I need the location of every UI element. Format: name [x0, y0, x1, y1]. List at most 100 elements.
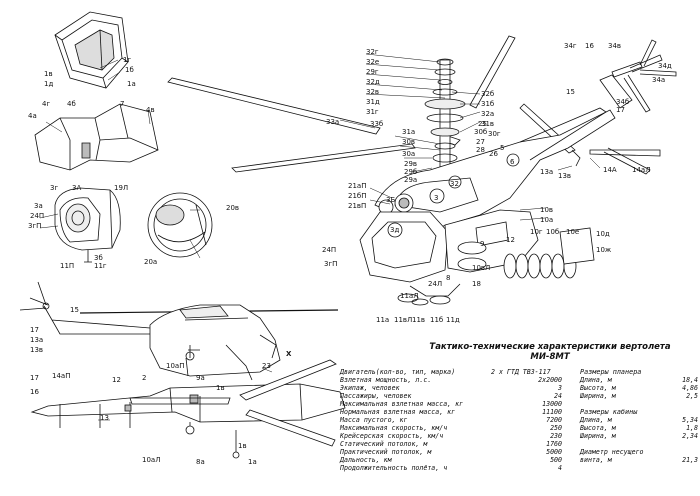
part-label: 10е — [566, 228, 580, 236]
spec-value: 13000 — [542, 400, 562, 408]
spec-value: 250 — [550, 424, 562, 432]
spec-value: 4 — [558, 464, 562, 472]
part-label: 14аЛ — [632, 166, 651, 174]
part-label: 29а — [404, 176, 418, 184]
part-label: 29б — [404, 168, 418, 176]
part-label: 20в — [226, 204, 240, 212]
detail-engine-intake — [54, 187, 121, 263]
spec-label: Пассажиры, человек — [340, 392, 412, 400]
part-label: 3 — [434, 194, 439, 202]
part-label: 34в — [608, 42, 622, 50]
part-label: 24Л — [428, 280, 443, 288]
part-label: 4б — [67, 100, 76, 108]
part-label: 31в — [481, 120, 495, 128]
part-label: 10б — [546, 228, 560, 236]
part-label: 11П — [60, 262, 75, 270]
spec-label: Нормальная взлетная масса, кг — [340, 408, 456, 416]
detail-round-inlet — [147, 192, 213, 258]
part-label: 3а — [34, 202, 43, 210]
part-label: 1д — [44, 80, 54, 88]
part-label: 26 — [489, 150, 498, 158]
part-label: 30в — [402, 138, 416, 146]
part-label: 1а — [127, 80, 136, 88]
cabin-value: 1,8 — [686, 424, 698, 432]
part-label: 30б — [474, 128, 488, 136]
part-label: 3д — [390, 226, 400, 234]
planer-label: Высота, м — [580, 384, 616, 392]
specs-title-line1: Тактико-технические характеристики верто… — [429, 342, 671, 352]
planer-label: Длина, м — [580, 376, 612, 384]
spec-label: Продолжительность полёта, ч — [340, 464, 448, 472]
spec-label: Экипаж, человек — [340, 384, 400, 392]
part-label: 3А — [72, 184, 82, 192]
part-label: 11г — [94, 262, 107, 270]
part-label: 12 — [112, 376, 121, 384]
part-label: 32в — [366, 88, 380, 96]
part-label: 1г — [123, 56, 132, 64]
part-label: 21вП — [348, 202, 367, 210]
cabin-label: Длина, м — [580, 416, 612, 424]
part-label: 10а — [540, 216, 554, 224]
spec-label: Крейсерская скорость, км/ч — [340, 432, 444, 440]
part-label: 9 — [480, 240, 485, 248]
spec-value: 1760 — [546, 440, 562, 448]
cabin-value: 2,34 — [682, 432, 698, 440]
part-label: 10г — [530, 228, 543, 236]
cabin-label: Высота, м — [580, 424, 616, 432]
part-label: 2 — [142, 374, 147, 382]
side-view — [19, 281, 346, 459]
part-label: 5 — [500, 144, 505, 152]
part-label: 6 — [510, 158, 515, 166]
part-label: 34а — [652, 76, 666, 84]
cabin-header: Размеры кабины — [580, 408, 638, 416]
spec-label: Максимальная взлетная масса, кг — [340, 400, 464, 408]
rotor-label-2: винта, м — [580, 456, 612, 464]
part-label: 1в — [238, 442, 247, 450]
part-label: 10вЛ — [472, 264, 491, 272]
part-label: 32д — [366, 78, 380, 86]
cabin-label: Ширина, м — [580, 432, 616, 440]
spec-value: 11100 — [542, 408, 562, 416]
part-label: 19Л — [114, 184, 129, 192]
part-label: 31б — [481, 100, 495, 108]
part-label: 11а — [376, 316, 390, 324]
part-label: 29в — [404, 160, 418, 168]
planer-header: Размеры планера — [580, 368, 642, 376]
cabin-value: 5,34 — [682, 416, 698, 424]
part-label: 24П — [322, 246, 337, 254]
part-label: 15 — [70, 306, 79, 314]
part-label: 11в — [412, 316, 426, 324]
spec-value: 24 — [554, 392, 562, 400]
part-label: 10в — [540, 206, 554, 214]
spec-label: Практический потолок, м — [340, 448, 432, 456]
part-label: 1в — [44, 70, 53, 78]
part-label: 21бП — [348, 192, 367, 200]
part-label: 3гП — [28, 222, 42, 230]
main-fuselage — [359, 39, 677, 306]
spec-value: 2 х ГТД ТВЗ-117 — [491, 368, 551, 376]
part-label: 21аП — [348, 182, 367, 190]
part-label: 16 — [30, 388, 39, 396]
part-label: 27 — [476, 138, 485, 146]
part-label: 17 — [30, 374, 39, 382]
part-label: 32г — [366, 48, 379, 56]
part-label: 3г — [50, 184, 59, 192]
part-label: 30г — [488, 130, 501, 138]
part-label: 32 — [450, 180, 459, 188]
part-label: 17 — [616, 106, 625, 114]
part-label: 30а — [402, 150, 416, 158]
part-label: 31а — [402, 128, 416, 136]
part-label: 14А — [603, 166, 617, 174]
part-label: 34д — [658, 62, 672, 70]
part-label: 13а — [540, 168, 554, 176]
part-label: 12 — [506, 236, 515, 244]
part-label: 16 — [585, 42, 594, 50]
spec-value: 2х2000 — [538, 376, 562, 384]
part-label: 10ж — [596, 246, 612, 254]
part-label: 3Б — [386, 196, 396, 204]
part-label: 1а — [248, 458, 257, 466]
part-label: 31д — [366, 98, 380, 106]
spec-value: 500 — [550, 456, 562, 464]
part-label: 13в — [558, 172, 572, 180]
